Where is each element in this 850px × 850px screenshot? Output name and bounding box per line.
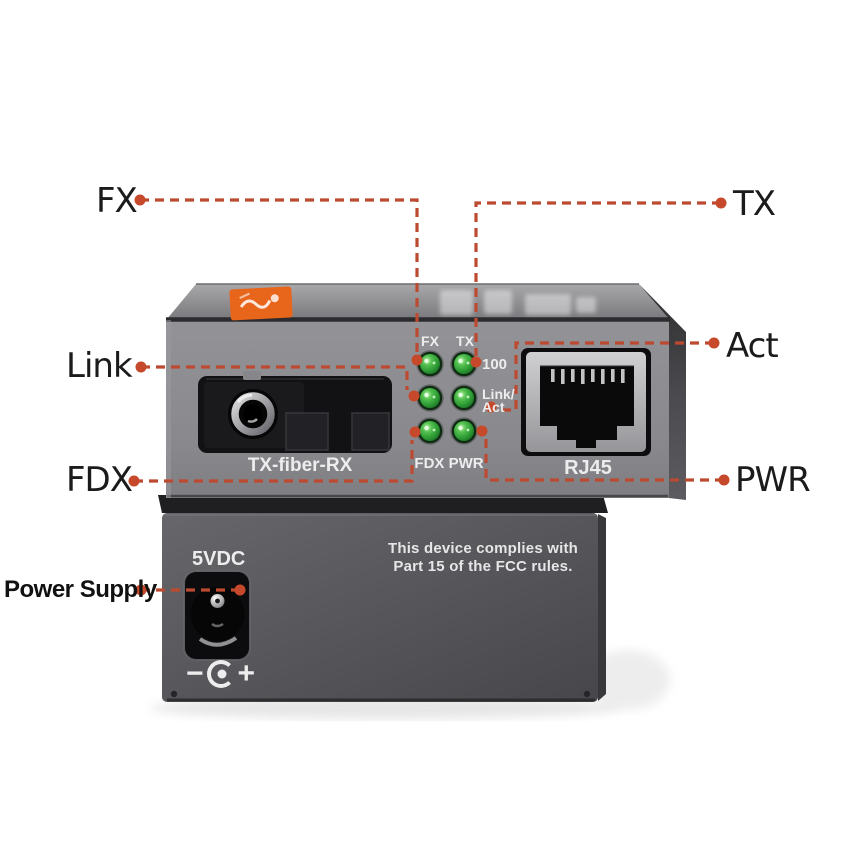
tx-led-column-label: TX: [456, 333, 474, 349]
rj45-pins: [551, 369, 625, 384]
screw-right: [583, 690, 591, 698]
front-unit: [166, 283, 686, 500]
rear-unit: [158, 495, 608, 702]
fdx-callout-line: [134, 440, 414, 483]
led-row2-label: Link/ Act: [482, 386, 515, 415]
fcc-line1: This device complies with: [387, 540, 579, 557]
led-panel: [416, 350, 478, 445]
fdx-callout-label: FDX: [66, 460, 133, 500]
fiber-socket-left: [285, 412, 329, 451]
fx-led-column-label: FX: [421, 333, 439, 349]
fx-callout-label: FX: [96, 181, 138, 221]
pwr-callout-line: [484, 438, 724, 482]
power-supply-label: Power Supply: [4, 576, 157, 603]
fdx-led: [416, 417, 444, 445]
pwr-callout-label: PWR: [735, 460, 811, 500]
pwr-led: [450, 417, 478, 445]
polarity-symbol: − +: [186, 659, 255, 689]
act-callout-line: [497, 341, 714, 412]
left-edge-highlight: [166, 320, 171, 498]
led-row2-line2: Act: [482, 399, 505, 415]
rear-top-edge: [158, 495, 608, 513]
rear-side-edge: [598, 514, 606, 701]
tx-callout-label: TX: [733, 184, 776, 224]
connector-tab: [243, 371, 261, 380]
fiber-port-label: TX-fiber-RX: [247, 455, 353, 476]
led-row2-line1: Link/: [482, 386, 515, 402]
fx-100-led: [416, 350, 444, 378]
fcc-compliance-text: This device complies with Part 15 of the…: [388, 540, 578, 576]
act-callout-label: Act: [726, 326, 779, 366]
tx-callout-line: [474, 201, 721, 356]
voltage-label: 5VDC: [192, 548, 246, 570]
tx-100-led: [450, 350, 478, 378]
screw-left: [170, 690, 178, 698]
led-row3-label: FDX PWR: [414, 455, 484, 472]
fiber-socket-right: [351, 412, 390, 451]
side-shadow: [586, 650, 670, 710]
side-face: [639, 284, 686, 500]
callout-lines: [134, 198, 724, 592]
sc-fiber-connector: [228, 389, 278, 439]
polarity-center-positive-icon: [206, 660, 235, 688]
callout-dots: [128, 194, 730, 596]
rear-panel: [162, 513, 598, 702]
rj45-port: [521, 348, 651, 456]
fcc-line2: Part 15 of the FCC rules.: [393, 558, 573, 575]
link-callout-label: Link: [66, 346, 133, 386]
fx-link-act-led: [416, 384, 444, 412]
fiber-port: [198, 371, 392, 453]
tx-link-act-led: [450, 384, 478, 412]
brand-sticker: [229, 286, 293, 321]
polarity-minus: −: [186, 657, 204, 690]
ground-shadow: [150, 697, 620, 719]
polarity-plus: +: [237, 657, 256, 690]
top-face-certification-marks: [440, 290, 596, 315]
fx-callout-line: [140, 198, 419, 354]
led-row1-label: 100: [482, 356, 508, 373]
power-jack: [183, 570, 251, 661]
rj45-port-label: RJ45: [564, 457, 612, 479]
